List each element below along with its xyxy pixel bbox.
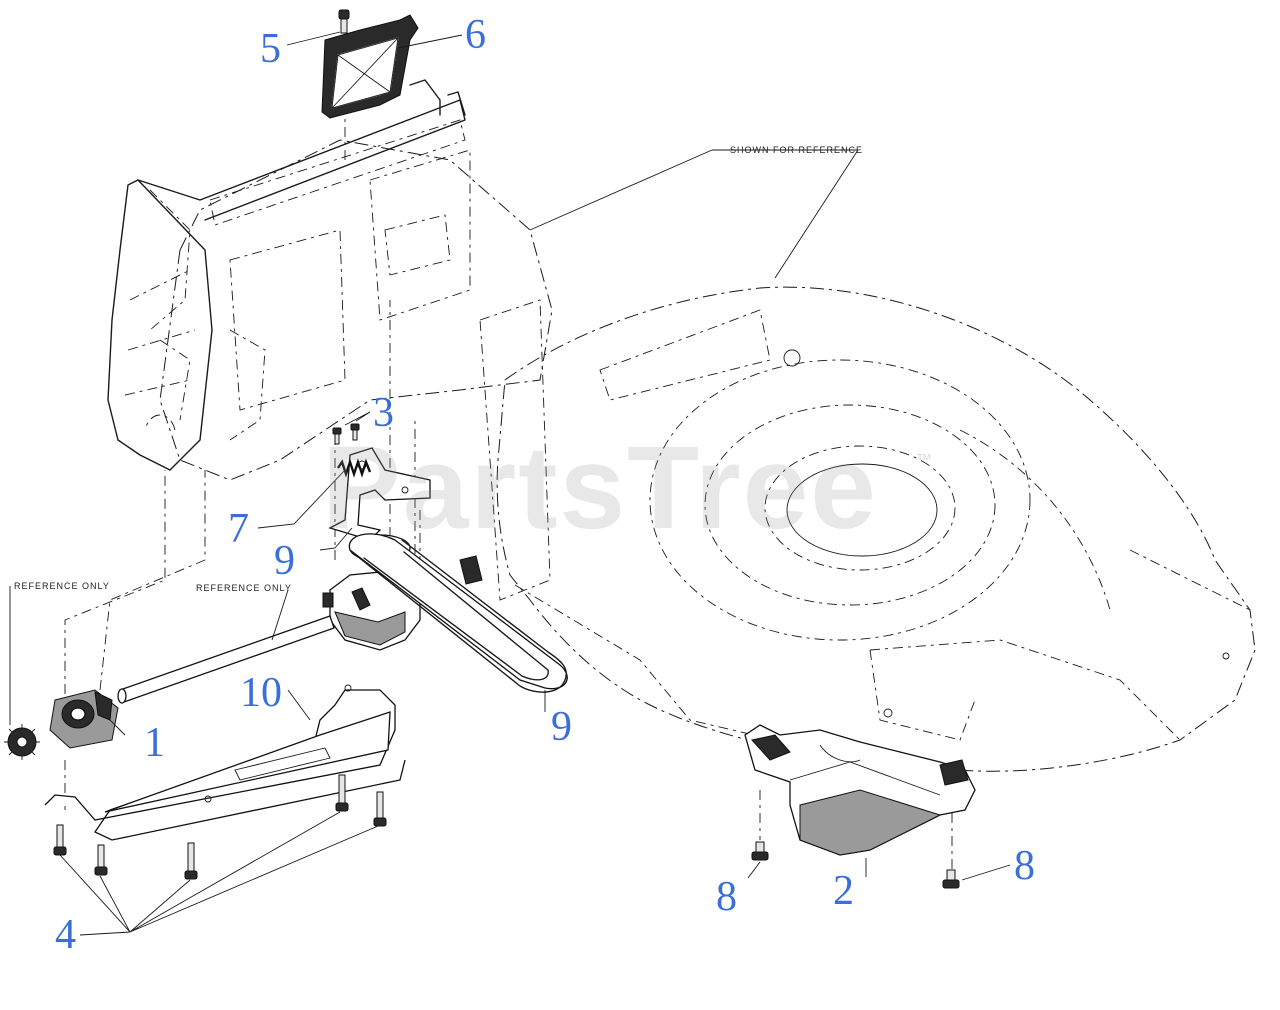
part-number-3[interactable]: 3 (373, 390, 394, 436)
note-reference-only-gear: REFERENCE ONLY (14, 581, 110, 591)
mower-deck (479, 286, 1256, 772)
part-number-1[interactable]: 1 (144, 720, 165, 766)
part-3-screws[interactable] (332, 423, 360, 445)
part-number-9[interactable]: 9 (551, 704, 572, 750)
part-1-bearing-bracket[interactable] (49, 689, 119, 749)
note-reference-only-axle: REFERENCE ONLY (196, 583, 292, 593)
part-number-4[interactable]: 4 (55, 912, 76, 958)
note-shown-for-reference: SHOWN FOR REFERENCE (730, 145, 864, 155)
rear-housing (107, 79, 553, 481)
watermark: PartsTree (322, 422, 878, 554)
part-11-belt-cover[interactable] (44, 684, 406, 841)
label-leader-lines (9, 31, 1011, 936)
part-number-11[interactable]: 10 (240, 670, 282, 716)
part-number-6[interactable]: 6 (465, 12, 486, 58)
part-2-discharge-chute[interactable] (744, 724, 976, 856)
part-number-5[interactable]: 5 (260, 26, 281, 72)
part-number-7[interactable]: 7 (228, 506, 249, 552)
part-6-grille-cover[interactable] (321, 14, 419, 119)
part-number-8-left[interactable]: 8 (716, 874, 737, 920)
watermark-trademark: ™ (916, 452, 932, 469)
part-5-screw[interactable] (338, 9, 350, 34)
part-number-10[interactable]: 9 (274, 538, 295, 584)
part-4-bolts[interactable] (53, 774, 387, 880)
part-7-spring[interactable] (337, 458, 372, 478)
pinion-gear (4, 724, 40, 760)
part-9-drive-belt[interactable] (348, 533, 568, 693)
part-8-bolts[interactable] (751, 841, 960, 889)
rear-axle (117, 615, 335, 704)
part-number-2[interactable]: 2 (833, 868, 854, 914)
part-number-8-right[interactable]: 8 (1014, 843, 1035, 889)
